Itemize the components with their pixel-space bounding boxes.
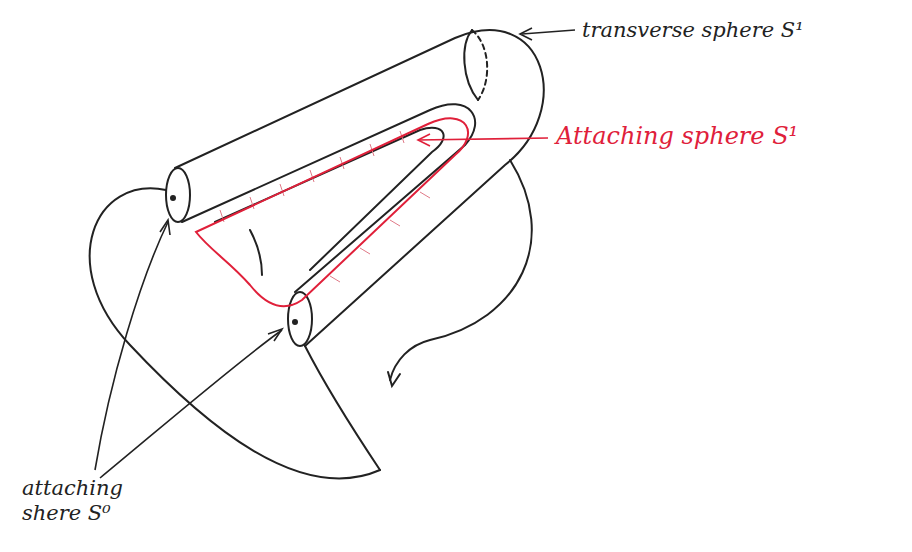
label-text: attaching shere S⁰ (22, 476, 132, 526)
label-text: Attaching sphere S¹ (556, 122, 798, 151)
label-text: transverse sphere S¹ (582, 18, 804, 43)
